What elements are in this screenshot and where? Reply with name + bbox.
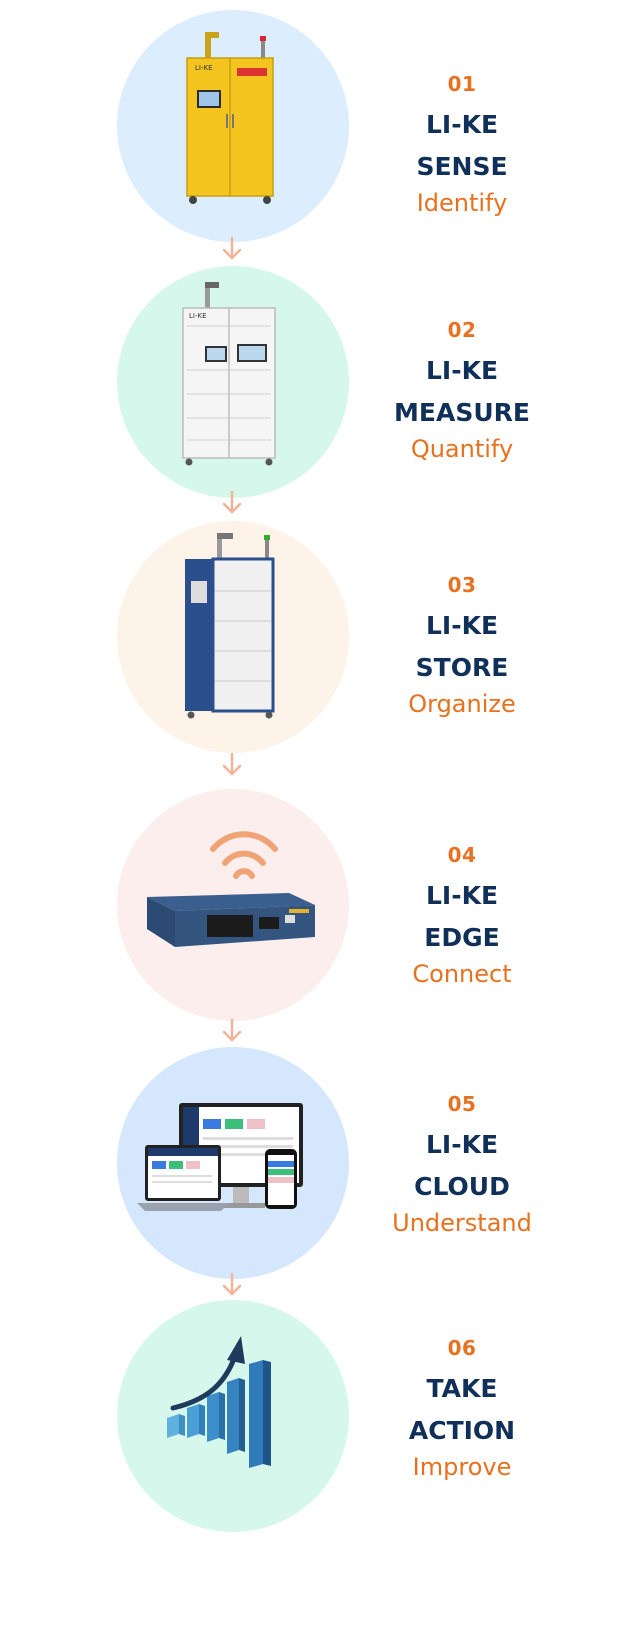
step-number: 03 [447,573,477,597]
step-6: 06 TAKE ACTION Improve [0,1300,632,1540]
step-subtitle: Understand [392,1209,532,1237]
step-4-circle [117,789,349,1021]
step-2-circle: LI-KE [117,266,349,498]
step-title: LI-KE MEASURE [382,350,542,434]
step-title-line-2: STORE [415,653,509,682]
step-1: LI-KE 01 LI-KE SENSE Identify [0,10,632,250]
step-6-circle [117,1300,349,1532]
cloud-dashboard-devices-icon [137,1103,303,1211]
step-title-line-1: LI-KE [425,1130,499,1159]
growth-bar-chart-icon [167,1336,271,1468]
step-number: 01 [447,72,477,96]
step-number: 04 [447,843,477,867]
step-title: LI-KE STORE [382,605,542,689]
step-title-line-1: LI-KE [425,881,499,910]
step-title-line-2: ACTION [408,1416,516,1445]
step-title: LI-KE EDGE [382,875,542,959]
step-subtitle: Connect [412,960,512,988]
step-title-line-1: TAKE [426,1374,498,1403]
step-5: 05 LI-KE CLOUD Understand [0,1047,632,1287]
step-number: 05 [447,1092,477,1116]
step-title-line-1: LI-KE [425,356,499,385]
step-3: 03 LI-KE STORE Organize [0,521,632,761]
step-1-circle: LI-KE [117,10,349,242]
step-1-text: 01 LI-KE SENSE Identify [382,72,542,218]
step-title-line-2: SENSE [416,152,508,181]
down-arrow-icon [222,1018,242,1042]
down-arrow-icon [222,490,242,514]
step-title-line-2: MEASURE [394,398,530,427]
step-5-circle [117,1047,349,1279]
step-subtitle: Quantify [410,435,514,463]
svg-text:LI-KE: LI-KE [189,312,207,320]
step-number: 06 [447,1336,477,1360]
down-arrow-icon [222,236,242,260]
step-number: 02 [447,318,477,342]
step-title-line-2: CLOUD [414,1172,510,1201]
down-arrow-icon [222,752,242,776]
step-4-text: 04 LI-KE EDGE Connect [382,843,542,989]
white-smart-cabinet-icon: LI-KE [182,282,276,466]
step-title-line-1: LI-KE [425,110,499,139]
step-4: 04 LI-KE EDGE Connect [0,789,632,1029]
step-title: LI-KE CLOUD [382,1124,542,1208]
step-title: LI-KE SENSE [382,104,542,188]
blue-storage-cabinet-icon [185,533,275,719]
step-2-text: 02 LI-KE MEASURE Quantify [382,318,542,464]
step-subtitle: Improve [412,1453,512,1481]
step-title: TAKE ACTION [382,1368,542,1452]
step-5-text: 05 LI-KE CLOUD Understand [382,1092,542,1238]
step-2: LI-KE 02 LI-KE MEASURE Quantify [0,266,632,506]
step-subtitle: Identify [416,189,508,217]
step-title-line-2: EDGE [424,923,500,952]
yellow-chemical-cabinet-icon: LI-KE [186,32,274,204]
step-6-text: 06 TAKE ACTION Improve [382,1336,542,1482]
step-3-text: 03 LI-KE STORE Organize [382,573,542,719]
step-subtitle: Organize [408,690,516,718]
network-switch-icon [147,831,315,947]
svg-text:LI-KE: LI-KE [195,64,213,72]
down-arrow-icon [222,1272,242,1296]
step-3-circle [117,521,349,753]
step-title-line-1: LI-KE [425,611,499,640]
